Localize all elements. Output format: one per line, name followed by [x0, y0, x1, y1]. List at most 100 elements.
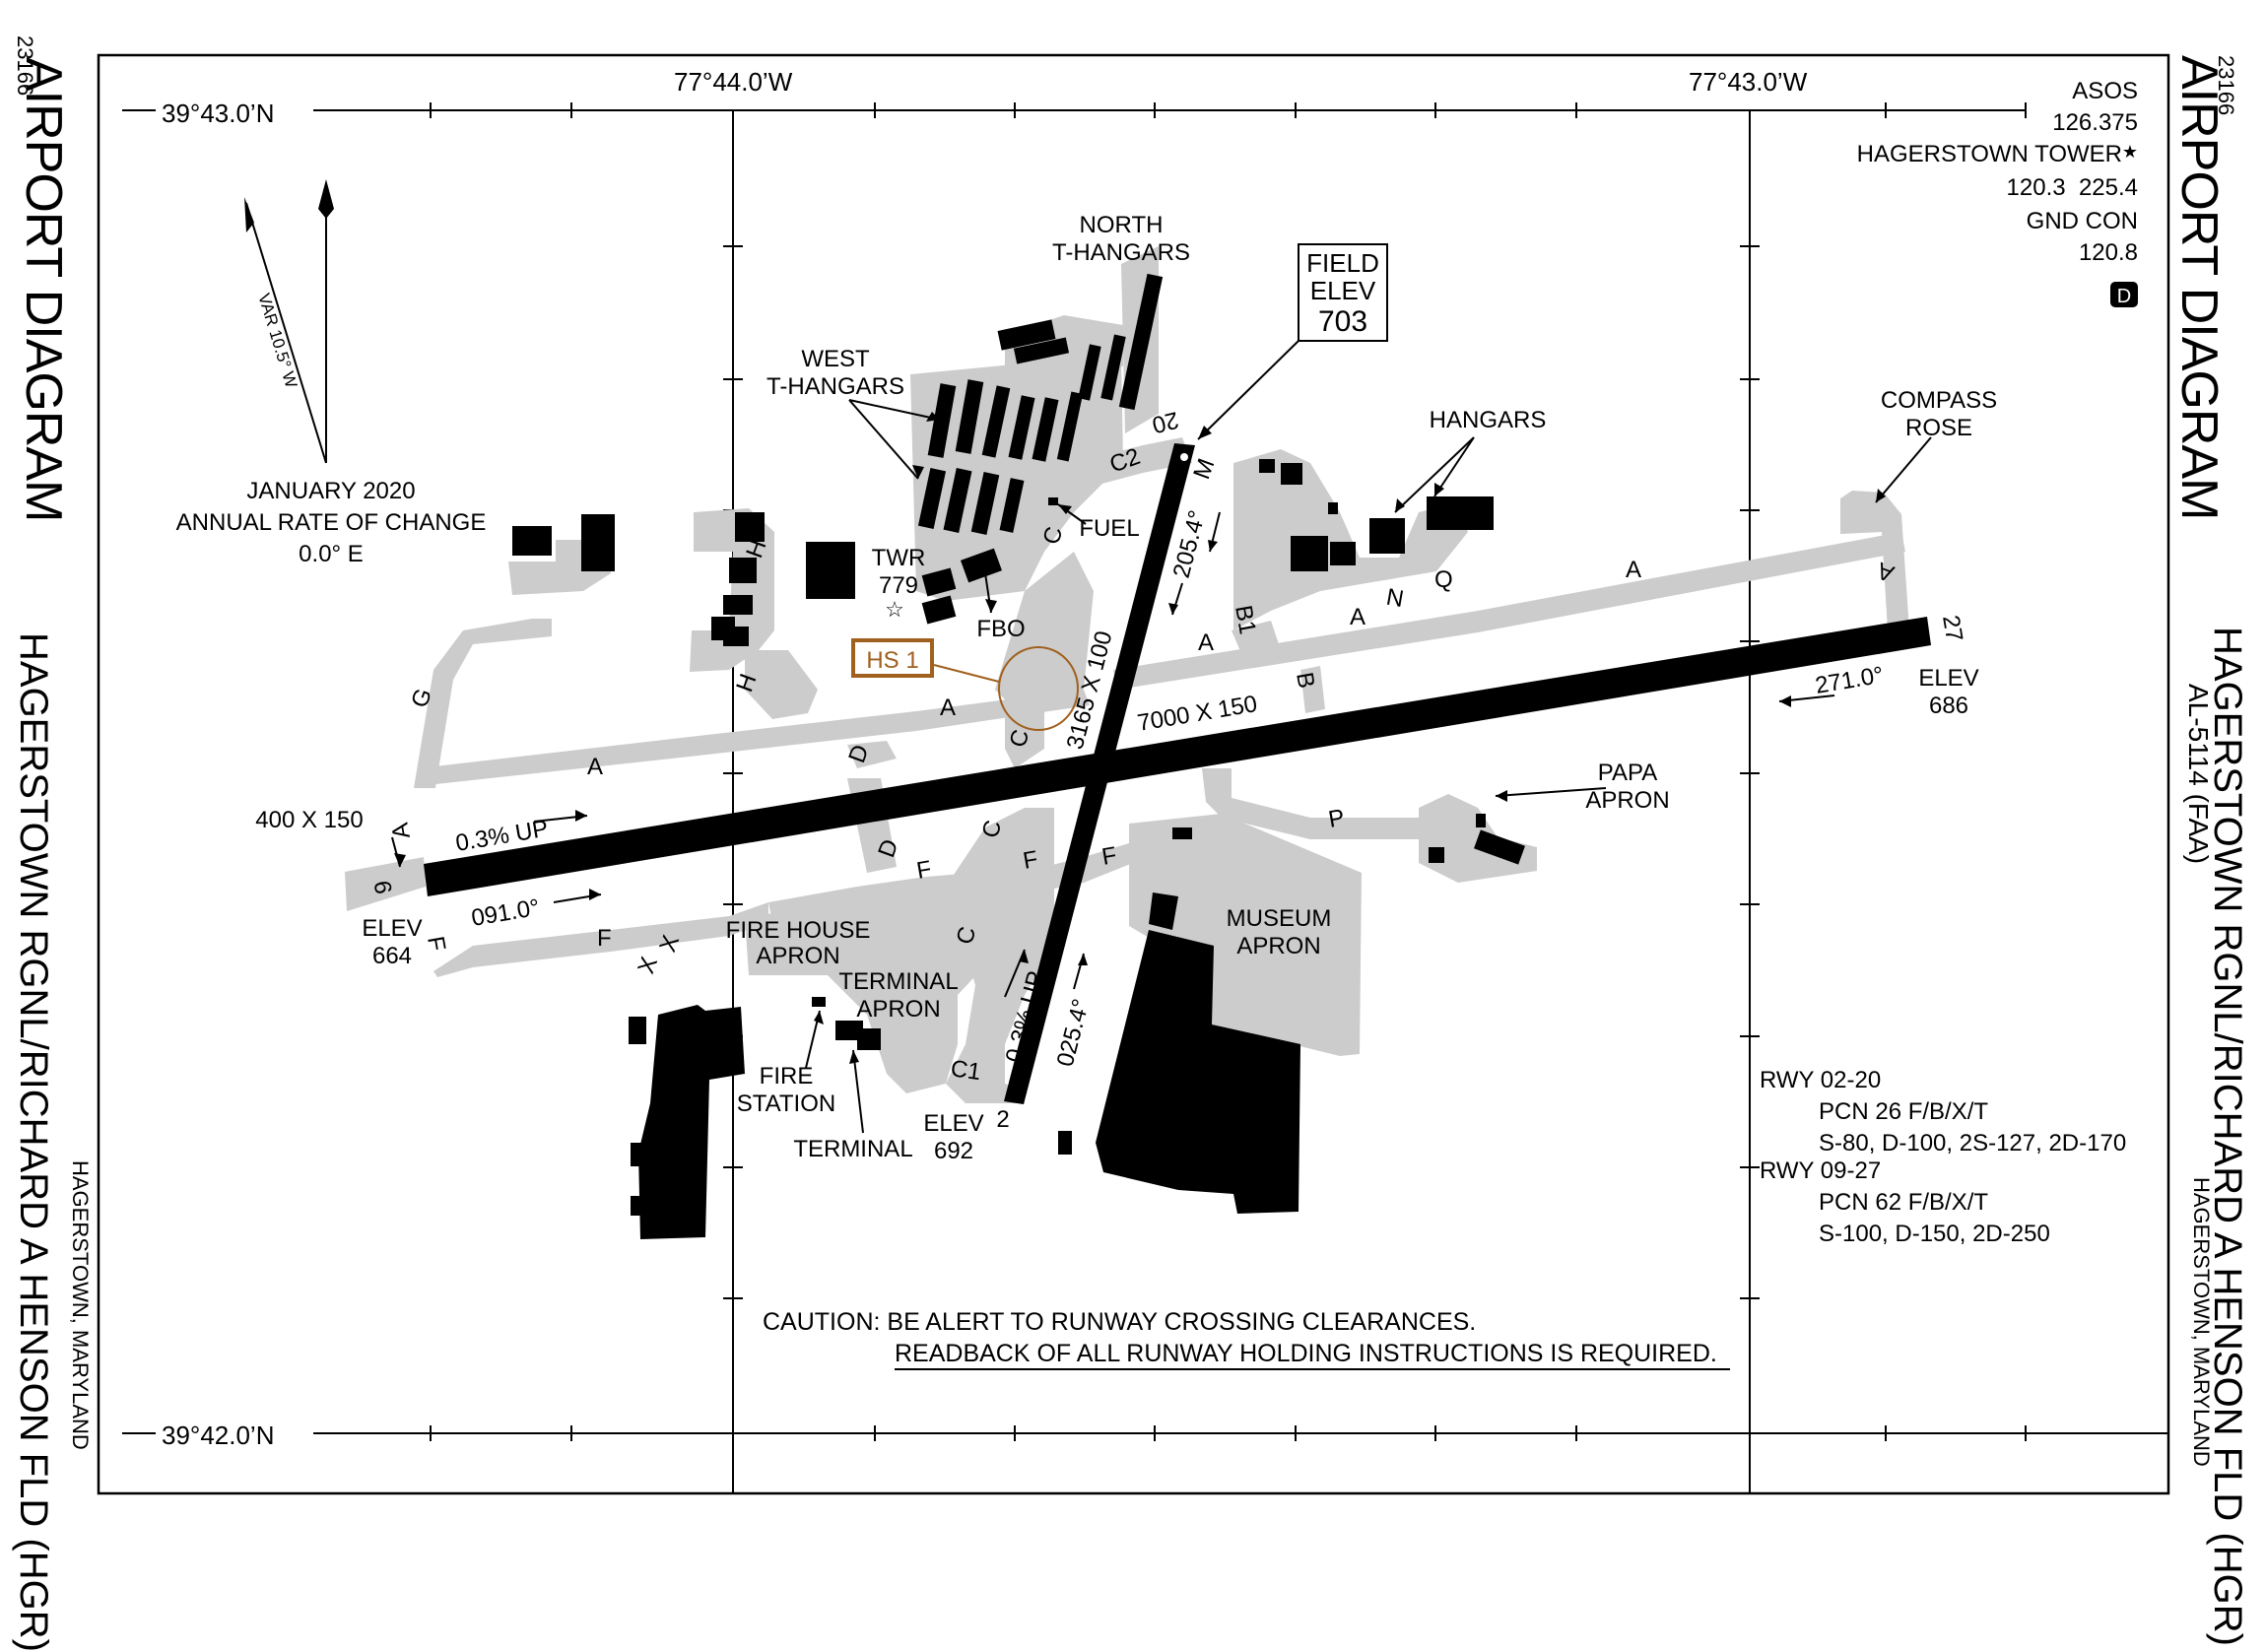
pcn-rwy-02-20-value: PCN 26 F/B/X/T [1819, 1098, 1988, 1125]
field-elevation-box: FIELD ELEV 703 [1197, 243, 1388, 440]
north-thangars-label-2: T-HANGARS [1052, 239, 1190, 266]
pcn-rwy-09-27-weights: S-100, D-150, 2D-250 [1819, 1221, 2050, 1247]
museum-apron-label-2: APRON [1236, 933, 1320, 959]
graticule [122, 102, 2168, 1493]
lat-label-bottom: 39°42.0’N [162, 1421, 274, 1450]
rwy-09-elev-label: ELEV [362, 915, 422, 942]
lon-label-left: 77°44.0’W [674, 67, 793, 97]
runways [424, 443, 1931, 1104]
runway-end-2: 2 [996, 1106, 1009, 1133]
field-elev-value: 703 [1318, 305, 1367, 338]
taxiway-b-label: B [1291, 670, 1319, 690]
terminal-label: TERMINAL [793, 1136, 912, 1162]
pcn-rwy-02-20: RWY 02-20 [1760, 1067, 1881, 1093]
taxiway-f-label: F [914, 856, 933, 885]
rwy-02-elev-label: ELEV [923, 1110, 983, 1137]
fire-station-label-1: FIRE [760, 1063, 814, 1090]
part-time-star-icon: ★ [2122, 142, 2138, 162]
airspace-class-badge [2110, 282, 2138, 307]
taxiway-c-label: C [1005, 727, 1035, 751]
taxiway-n-label: N [1384, 582, 1406, 612]
pcn-rwy-02-20-weights: S-80, D-100, 2S-127, 2D-170 [1819, 1130, 2126, 1156]
asos-label: ASOS [2072, 78, 2138, 104]
rwy-27-elev-value: 686 [1929, 693, 1968, 719]
west-thangars-label-2: T-HANGARS [766, 373, 904, 400]
pcn-block: RWY 02-20 PCN 26 F/B/X/T S-80, D-100, 2S… [1760, 1067, 2126, 1247]
taxiway-b1-label: B1 [1230, 603, 1261, 636]
taxiway-f-label: F [597, 925, 612, 952]
papa-apron-label-2: APRON [1585, 787, 1669, 814]
tower-elevation: 779 [879, 572, 918, 599]
ground-control-label: GND CON [2027, 208, 2138, 234]
rwy-09-bearing: 091.0° [470, 894, 542, 932]
runway-end-9: 9 [369, 879, 398, 896]
rwy-02-elev-value: 692 [934, 1138, 973, 1164]
pcn-rwy-09-27: RWY 09-27 [1760, 1157, 1881, 1184]
taxiway-a-label: A [387, 821, 416, 840]
terminal-apron-label-1: TERMINAL [838, 968, 958, 995]
fbo-label: FBO [976, 616, 1025, 642]
north-thangars-label-1: NORTH [1080, 212, 1164, 238]
taxiway-a-label: A [587, 754, 603, 780]
variation-date: JANUARY 2020 [246, 478, 415, 504]
hot-spot-hs1: HS 1 [851, 638, 1079, 731]
taxiway-q-label: Q [1434, 566, 1453, 593]
taxiway-c-label: C [977, 818, 1008, 841]
rwy-09-overrun: 400 X 150 [255, 807, 363, 833]
taxiway-f-label: F [1021, 846, 1039, 875]
lat-label-top: 39°43.0’N [162, 99, 274, 128]
airport-diagram-map: 39°43.0’N 39°42.0’N 77°44.0’W 77°43.0’W [97, 53, 2170, 1495]
tower-star-icon: ☆ [885, 597, 904, 622]
taxiway-a-label: A [1198, 629, 1214, 656]
hot-spot-label: HS 1 [866, 647, 918, 674]
rwy-27-bearing: 271.0° [1814, 662, 1886, 699]
runway-02-20 [1004, 443, 1195, 1104]
rwy-02-bearing: 025.4° [1052, 996, 1096, 1069]
variation-rate-label: ANNUAL RATE OF CHANGE [176, 509, 487, 536]
papa-apron-label-1: PAPA [1598, 760, 1657, 786]
arrowheads [394, 412, 1886, 1064]
taxiway-m-label: M [1188, 455, 1220, 483]
museum-apron-label-1: MUSEUM [1227, 905, 1332, 932]
caution-line-2: READBACK OF ALL RUNWAY HOLDING INSTRUCTI… [895, 1340, 1717, 1367]
compass-rose-label-1: COMPASS [1881, 387, 1997, 414]
taxiway-a-label: A [1350, 604, 1366, 630]
taxiway-c1-label: C1 [949, 1055, 982, 1086]
runway-end-27: 27 [1937, 614, 1967, 644]
airspace-class-letter: D [2117, 286, 2131, 307]
fire-station-label-2: STATION [737, 1090, 835, 1117]
variation-rate-value: 0.0° E [299, 541, 364, 567]
taxiway-a-label: A [1626, 557, 1641, 583]
pavement [345, 246, 1909, 1103]
rwy-27-elev-label: ELEV [1918, 665, 1978, 692]
taxiway-f-label: F [422, 934, 450, 953]
taxiway-f-label: F [1099, 842, 1118, 871]
comms-block: ASOS 126.375 HAGERSTOWN TOWER ★ 120.3 22… [1857, 78, 2138, 307]
tower-building-label: TWR [872, 545, 926, 571]
hangars-label: HANGARS [1430, 407, 1547, 433]
field-elev-label-2: ELEV [1310, 276, 1376, 305]
lon-label-right: 77°43.0’W [1689, 67, 1808, 97]
field-elev-label-1: FIELD [1306, 248, 1379, 278]
pcn-rwy-09-27-value: PCN 62 F/B/X/T [1819, 1189, 1988, 1216]
terminal-apron-label-2: APRON [856, 996, 940, 1023]
tower-label: HAGERSTOWN TOWER [1857, 141, 2122, 167]
taxiway-a-label: A [940, 694, 956, 721]
buildings [512, 273, 1525, 1239]
caution-line-1: CAUTION: BE ALERT TO RUNWAY CROSSING CLE… [763, 1308, 1476, 1336]
runway-09-27 [424, 617, 1931, 896]
asos-frequency: 126.375 [2052, 109, 2138, 136]
map-frame [97, 53, 2170, 1495]
ground-control-frequency: 120.8 [2079, 239, 2138, 266]
taxiway-c-label: C [1038, 524, 1069, 548]
rwy-09-elev-value: 664 [372, 943, 412, 969]
fuel-label: FUEL [1079, 515, 1139, 542]
tower-frequencies: 120.3 225.4 [2007, 174, 2138, 201]
compass-rose-label-2: ROSE [1905, 415, 1972, 441]
taxiway-c-label: C [952, 924, 982, 948]
fire-house-apron-label-2: APRON [756, 943, 839, 969]
taxiway-x-label: X [633, 954, 663, 977]
north-arrow: VAR 10.5° W [244, 179, 334, 464]
runway-end-20: 20 [1150, 406, 1181, 438]
magnetic-variation-label: VAR 10.5° W [254, 292, 300, 390]
